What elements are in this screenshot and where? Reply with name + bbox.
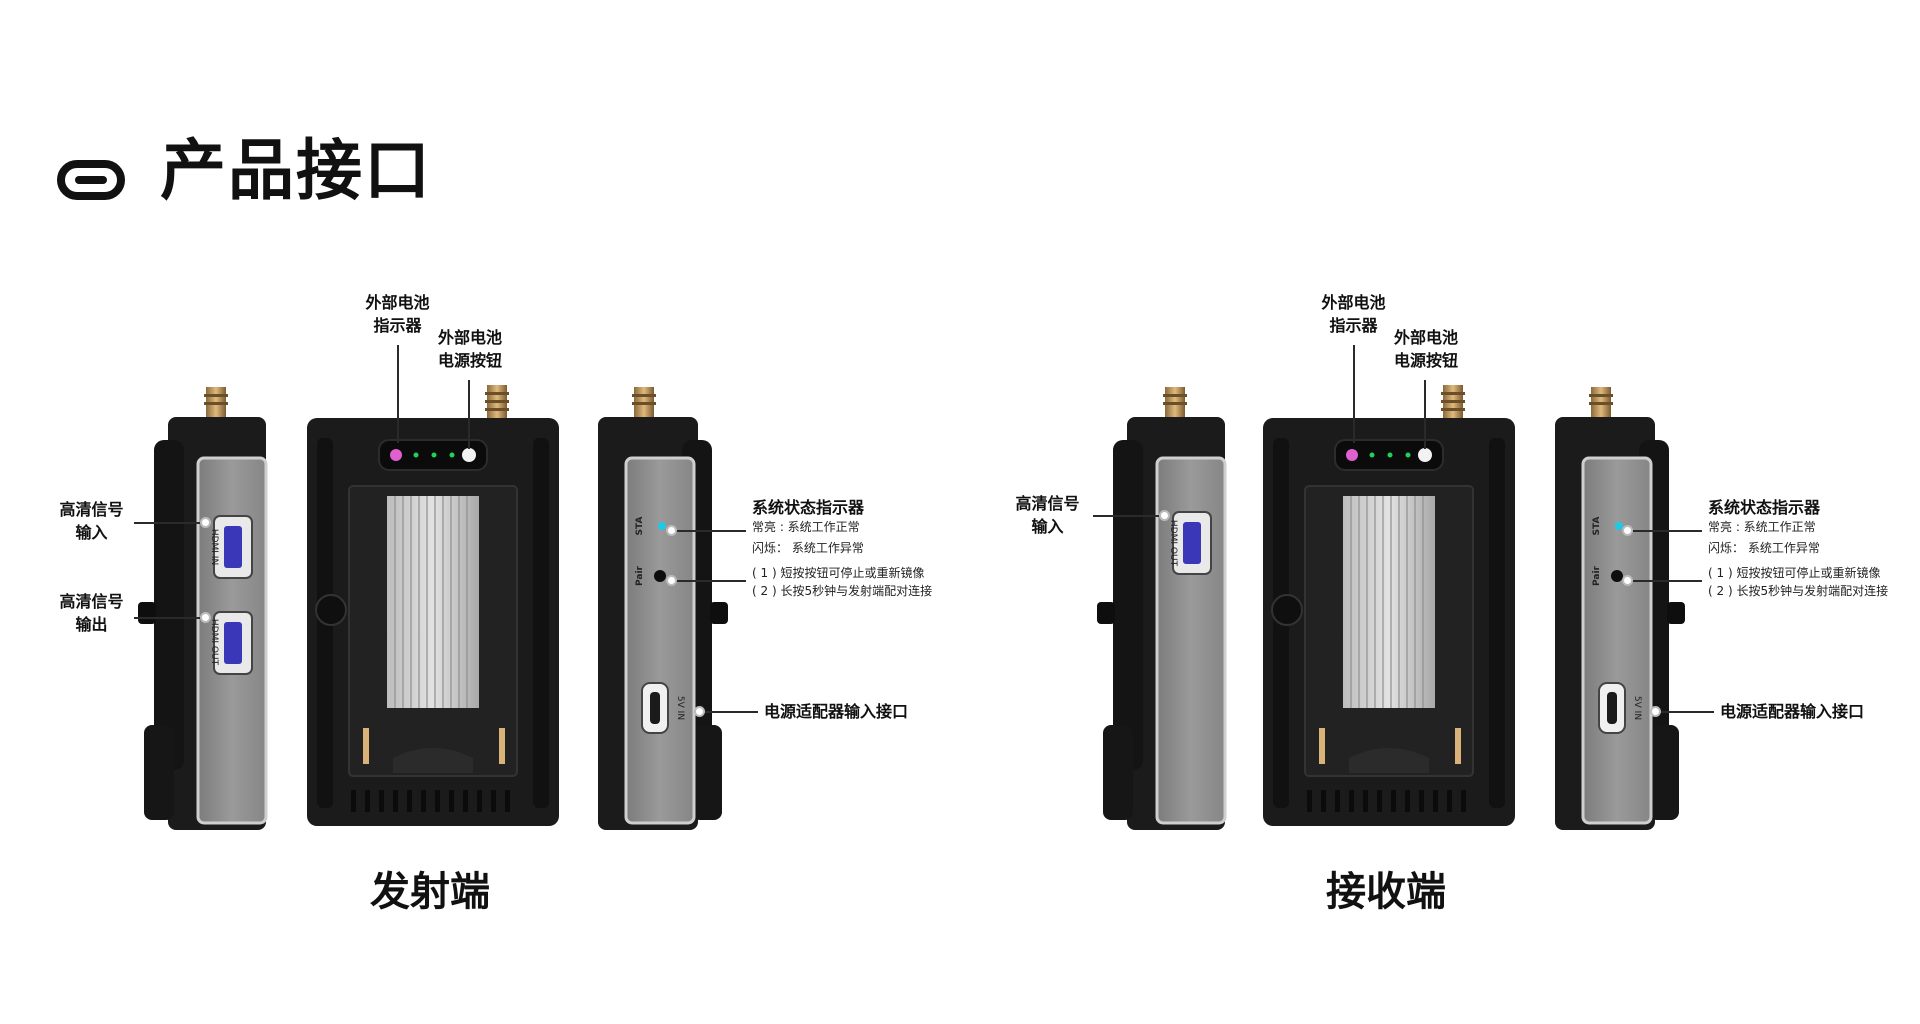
rx-status-solid-note: 常亮 : 系统工作正常: [1708, 520, 1816, 534]
tx-battery-indicator-label: 外部电池指示器: [365, 293, 430, 335]
hdmi-in-port-label: HDMI IN: [209, 529, 219, 565]
rx-sta-label: STA: [1592, 517, 1602, 536]
status-indicator-led: [658, 522, 666, 530]
dc-in-label: 5V IN: [675, 696, 685, 720]
pair-button[interactable]: [654, 570, 666, 582]
battery-indicator-led: [390, 449, 402, 461]
transmitter-right-side-view: STA Pair 5V IN: [598, 387, 728, 830]
transmitter-back-view: [307, 385, 559, 826]
rx-hdmi-input-label: 高清信号输入: [1015, 494, 1080, 536]
transmitter-left-side-view: HDMI IN HDMI OUT: [138, 387, 268, 830]
usb-c-port-icon: [57, 160, 125, 200]
rx-status-indicator-led: [1615, 522, 1623, 530]
rx-hdmi-out-port-label: HDMI OUT: [1168, 520, 1178, 567]
pair-label: Pair: [635, 565, 645, 586]
tx-power-adapter-label: 电源适配器输入接口: [764, 702, 909, 721]
receiver-back-view: [1263, 385, 1515, 826]
rx-battery-indicator-label: 外部电池指示器: [1321, 293, 1386, 335]
receiver-title: 接收端: [1326, 869, 1446, 915]
rx-status-indicator-label: 系统状态指示器: [1708, 498, 1821, 517]
tx-status-indicator-label: 系统状态指示器: [752, 498, 865, 517]
rx-status-blink-note: 闪烁： 系统工作异常: [1708, 541, 1820, 555]
rx-pair-note-2: ( 2 ) 长按5秒钟与发射端配对连接: [1708, 584, 1889, 598]
tx-hdmi-output-label: 高清信号输出: [59, 592, 124, 634]
rx-battery-power-button[interactable]: [1418, 448, 1432, 462]
rx-battery-indicator-led: [1346, 449, 1358, 461]
tx-hdmi-input-label: 高清信号输入: [59, 500, 124, 542]
tx-battery-power-button-label: 外部电池电源按钮: [437, 328, 502, 370]
receiver-left-side-view: HDMI OUT: [1097, 387, 1227, 830]
tx-pair-note-2: ( 2 ) 长按5秒钟与发射端配对连接: [752, 584, 933, 598]
tx-pair-note-1: ( 1 ) 短按按钮可停止或重新镜像: [752, 566, 925, 580]
sta-label: STA: [635, 517, 645, 536]
tx-status-blink-note: 闪烁： 系统工作异常: [752, 541, 864, 555]
transmitter-title: 发射端: [370, 869, 490, 915]
rx-power-adapter-label: 电源适配器输入接口: [1720, 702, 1865, 721]
receiver-right-side-view: STA Pair 5V IN: [1555, 387, 1685, 830]
rx-battery-power-button-label: 外部电池电源按钮: [1393, 328, 1458, 370]
rx-pair-label: Pair: [1592, 565, 1602, 586]
tx-status-solid-note: 常亮 : 系统工作正常: [752, 520, 860, 534]
battery-power-button[interactable]: [462, 448, 476, 462]
page-title: 产品接口: [160, 132, 432, 209]
hdmi-out-port-label: HDMI OUT: [209, 619, 219, 666]
rx-dc-in-label: 5V IN: [1632, 696, 1642, 720]
rx-pair-note-1: ( 1 ) 短按按钮可停止或重新镜像: [1708, 566, 1881, 580]
rx-pair-button[interactable]: [1611, 570, 1623, 582]
